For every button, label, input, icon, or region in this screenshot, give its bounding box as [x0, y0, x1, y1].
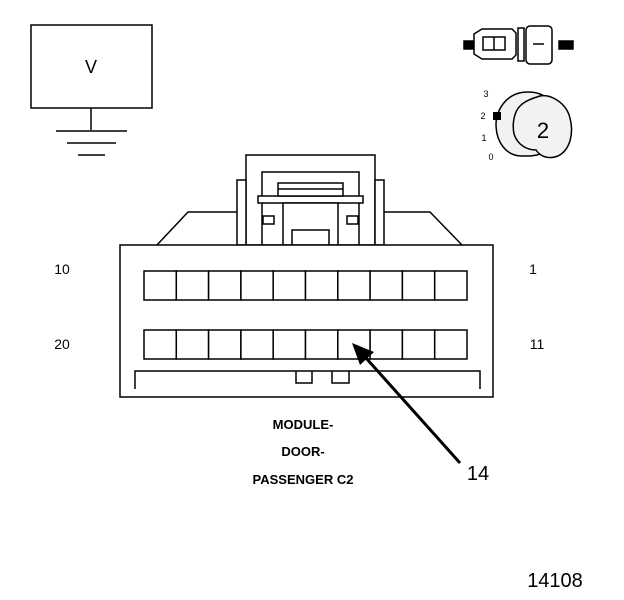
- pin-cavity-7: [240, 270, 274, 301]
- pin-cavity-1: [433, 270, 468, 301]
- pin-cavity-5: [304, 270, 339, 301]
- connector-caption-line1: MODULE-: [273, 417, 334, 432]
- pin-label-row2-right: 11: [530, 336, 545, 352]
- scale-label-2: 2: [480, 111, 485, 121]
- connector-plug-icon: [463, 25, 574, 65]
- pin-cavity-6: [272, 270, 307, 301]
- figure-number: 14108: [527, 570, 583, 592]
- pin-cavity-15: [304, 329, 339, 360]
- arrow-head-icon: [352, 343, 374, 365]
- connector-shoulder-left: [156, 211, 239, 246]
- connector-body: [119, 244, 494, 398]
- pin-cavity-9: [175, 270, 210, 301]
- pin-cavity-3: [369, 270, 404, 301]
- scale-label-1: 1: [481, 133, 486, 143]
- connector-caption-line3: PASSENGER C2: [253, 472, 354, 487]
- voltmeter-symbol: V: [30, 24, 153, 156]
- pin-label-row1-right: 1: [529, 261, 537, 277]
- pin-cavity-8: [207, 270, 242, 301]
- position-marker: [493, 112, 501, 120]
- pin-label-row1-left: 10: [54, 261, 70, 277]
- pin-row-bottom: [143, 329, 468, 360]
- pin-cavity-19: [175, 329, 210, 360]
- callout-label: 14: [467, 463, 489, 485]
- scale-label-3: 3: [483, 89, 488, 99]
- ground-icon: [56, 130, 127, 156]
- pin-cavity-16: [272, 329, 307, 360]
- pin-cavity-13: [369, 329, 404, 360]
- voltmeter-label: V: [85, 57, 97, 77]
- pin-cavity-4: [337, 270, 371, 301]
- pin-row-top: [143, 270, 468, 301]
- pin-cavity-17: [240, 329, 274, 360]
- pin-cavity-12: [401, 329, 436, 360]
- pin-cavity-18: [207, 329, 242, 360]
- pin-cavity-11: [433, 329, 468, 360]
- knob-front-icon: [512, 94, 573, 159]
- scale-label-0: 0: [488, 152, 493, 162]
- connector-caption-line2: DOOR-: [281, 444, 324, 459]
- selected-position: 2: [537, 118, 549, 143]
- pin-cavity-2: [401, 270, 436, 301]
- callout-arrow: [352, 343, 462, 465]
- pin-cavity-20: [143, 329, 178, 360]
- pin-label-row2-left: 20: [54, 336, 70, 352]
- pin-cavity-10: [143, 270, 178, 301]
- voltmeter-box: [30, 24, 153, 109]
- connector-shoulder-right: [382, 211, 463, 246]
- position-indicator: 3 2 1 0 2: [480, 89, 573, 162]
